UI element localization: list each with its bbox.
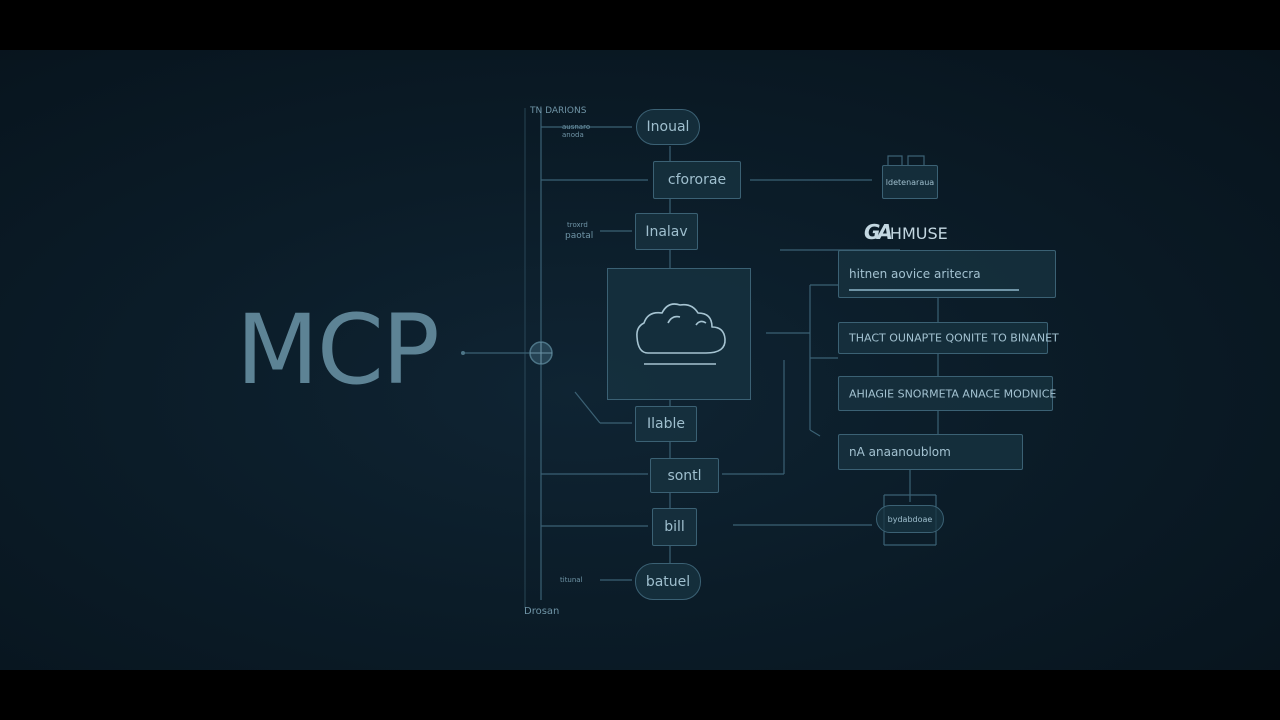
node-right-top: ldetenaraua <box>882 165 938 199</box>
label-bottom-left: titunal <box>560 576 583 584</box>
panel-2: THACT OUNAPTE QONITE TO BINANET <box>838 322 1059 354</box>
cloud-node <box>607 268 751 400</box>
label-bottom: Drosan <box>524 606 560 617</box>
panel-4: nA anaanoublom <box>838 434 1023 470</box>
label-top: TN DARIONS <box>530 106 587 116</box>
bus-panel-4 <box>809 429 821 437</box>
panel-1: hitnen aovice aritecra <box>838 250 1056 298</box>
node-table: Ilable <box>635 406 697 442</box>
panel-4-text: nA anaanoublom <box>849 445 951 459</box>
node-batch: batuel <box>635 563 701 600</box>
mcp-title: MCP <box>236 294 440 406</box>
node-bill: bill <box>652 508 697 546</box>
node-scroll: sontl <box>650 458 719 493</box>
label-left-1: troxrd <box>567 221 588 229</box>
label-top-sub-1: ausnaro <box>562 123 591 131</box>
tap-diagonal <box>574 391 601 424</box>
label-left-2: paotal <box>565 231 594 241</box>
frame-line-top <box>887 155 925 165</box>
panel-3-text: AHIAGIE SNORMETA ANACE MODNICE <box>849 387 1057 400</box>
label-top-sub-2: anoda <box>562 131 584 139</box>
logo: GAHMUSE <box>864 220 948 244</box>
panel-2-text: THACT OUNAPTE QONITE TO BINANET <box>849 331 1059 345</box>
node-right-bottom: bydabdoae <box>876 505 944 533</box>
panel-1-text: hitnen aovice aritecra <box>849 267 981 281</box>
logo-mark: GA <box>864 220 893 244</box>
cloud-icon <box>636 303 726 365</box>
node-analyze: Inalav <box>635 213 698 250</box>
node-process: cfororae <box>653 161 741 199</box>
logo-text: HMUSE <box>889 224 948 243</box>
panel-1-underline <box>849 289 1019 291</box>
panel-3: AHIAGIE SNORMETA ANACE MODNICE <box>838 376 1057 411</box>
node-input: Inoual <box>636 109 700 145</box>
